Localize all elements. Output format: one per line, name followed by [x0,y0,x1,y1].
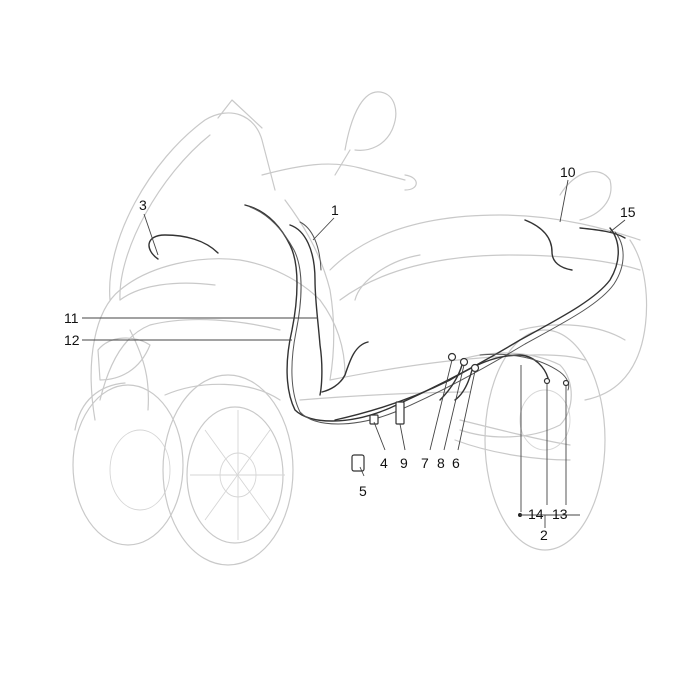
hardware-parts [351,352,570,517]
callout-1: 1 [331,202,339,218]
callout-5: 5 [359,483,367,499]
cable-3 [148,234,219,260]
part-9-bracket [395,401,405,425]
callout-15: 15 [620,204,636,220]
cable-set [148,204,626,425]
leader-lines [82,179,626,528]
cable-15 [579,227,626,239]
callout-12: 12 [64,332,80,348]
callout-3: 3 [139,197,147,213]
part-8-nut [459,357,469,367]
part-6-nut [470,363,480,373]
callout-labels: 3 1 10 15 11 12 4 5 9 7 8 6 14 13 2 [64,164,636,543]
callout-14: 14 [528,506,544,522]
callout-4: 4 [380,455,388,471]
part-4-connector [369,414,379,425]
callout-7: 7 [421,455,429,471]
cable-10 [524,219,573,271]
callout-8: 8 [437,455,445,471]
part-5-clip [351,454,365,472]
part-7-nut [447,352,457,362]
callout-2: 2 [540,527,548,543]
callout-9: 9 [400,455,408,471]
callout-10: 10 [560,164,576,180]
callout-6: 6 [452,455,460,471]
scooter-outline [72,91,648,566]
cable-6 [454,369,473,401]
callout-13: 13 [552,506,568,522]
callout-11: 11 [64,310,79,326]
cable-1 [289,224,323,396]
cable-12 [321,341,369,393]
